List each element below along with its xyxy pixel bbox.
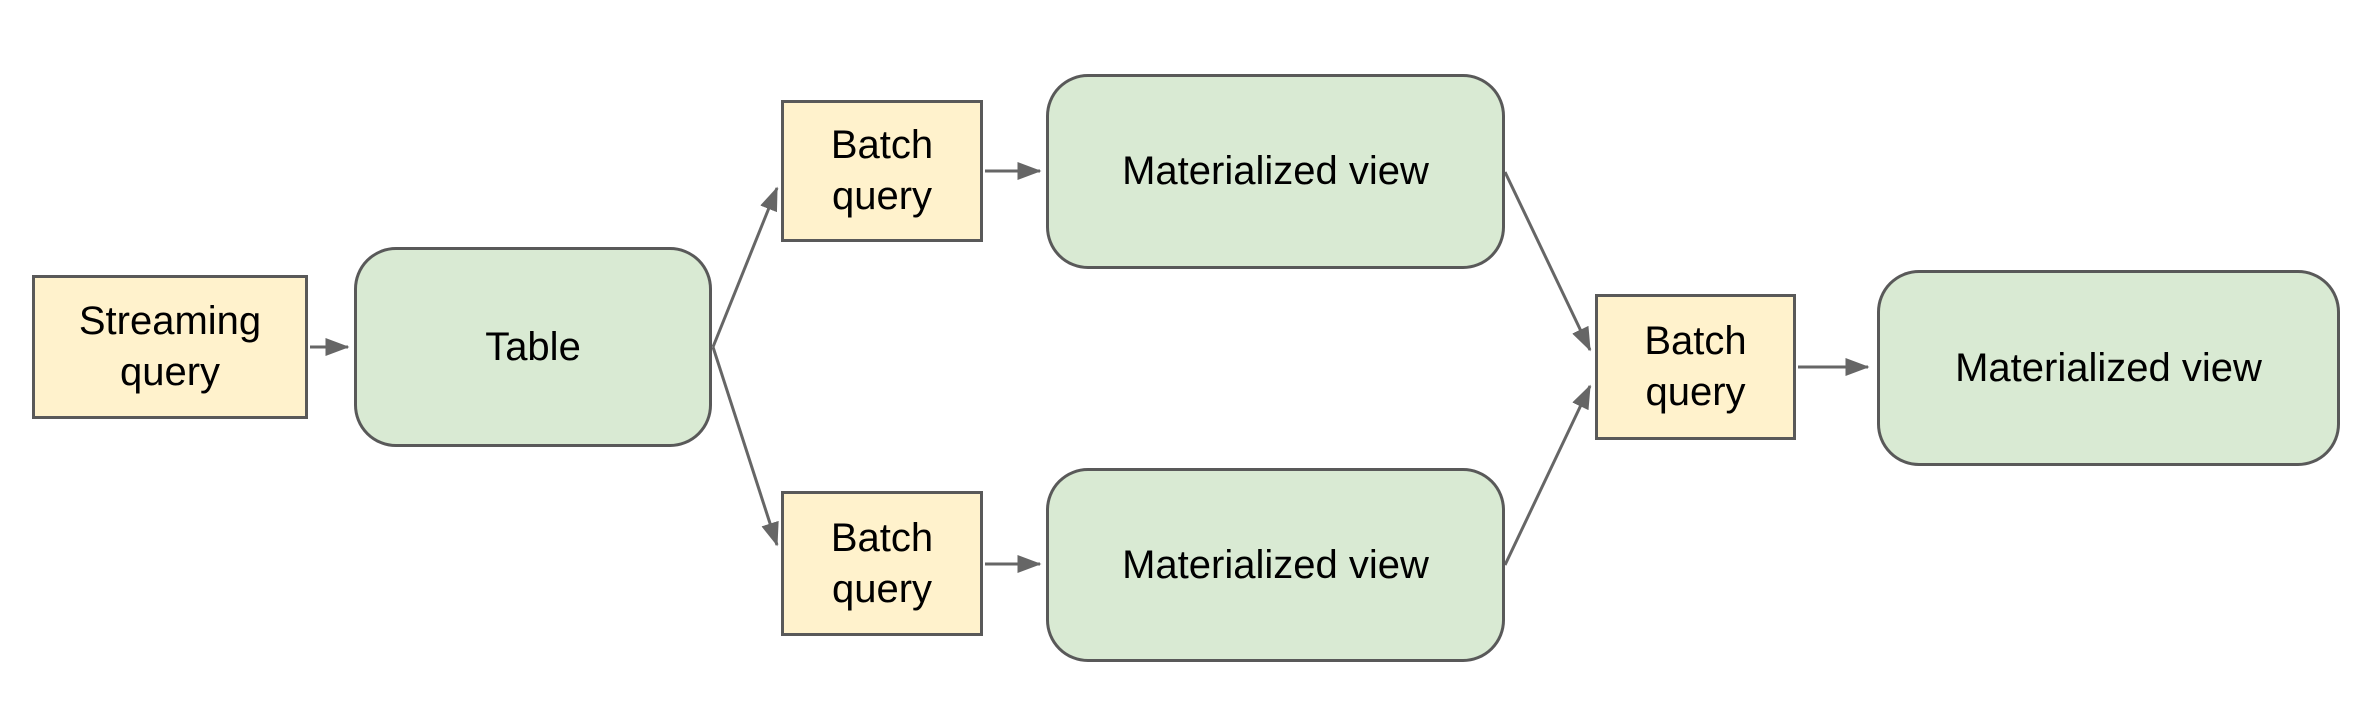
node-streaming-query-label: Streaming query [78,299,262,394]
node-table: Table [354,247,712,447]
arrow-table-to-batch-bottom [711,346,779,547]
node-batch-query-bottom: Batch query [781,491,983,636]
node-materialized-view-bottom: Materialized view [1046,468,1505,662]
node-materialized-view-bottom-label: Materialized view [1122,542,1429,587]
node-batch-query-top-label: Batch query [830,123,934,218]
node-batch-query-bottom-label: Batch query [830,515,934,611]
node-batch-query-final: Batch query [1595,294,1796,440]
node-materialized-view-final: Materialized view [1877,270,2340,466]
node-batch-query-top: Batch query [781,100,983,242]
node-materialized-view-final-label: Materialized view [1955,345,2262,390]
arrow-mv-top-to-batch-final [1503,171,1592,352]
node-materialized-view-top-label: Materialized view [1122,149,1429,194]
arrow-table-to-batch-top [711,186,779,348]
node-table-label: Table [485,324,581,369]
arrow-mv-bottom-to-batch-final [1503,384,1592,566]
node-batch-query-final-label: Batch query [1644,319,1747,414]
node-streaming-query: Streaming query [32,275,308,419]
node-materialized-view-top: Materialized view [1046,74,1505,269]
